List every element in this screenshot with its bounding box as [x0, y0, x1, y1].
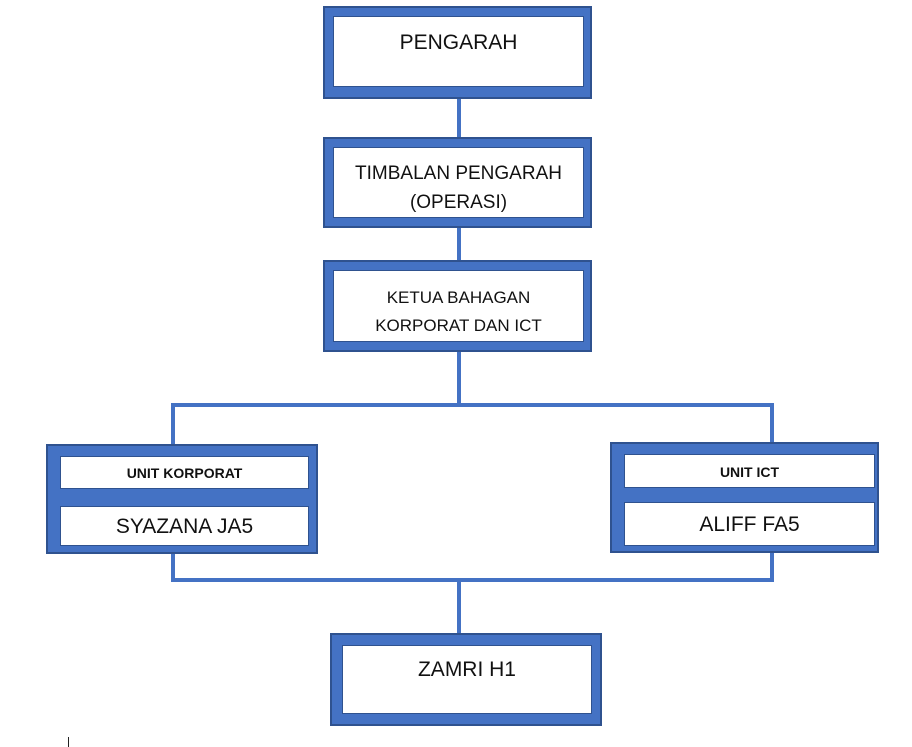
node-timbalan-line1: TIMBALAN PENGARAH [355, 163, 562, 184]
node-zamri-panel: ZAMRI H1 [342, 645, 592, 714]
node-unit-ict: UNIT ICT ALIFF FA5 [610, 442, 879, 553]
unit-ict-title-panel: UNIT ICT [624, 454, 875, 488]
node-pengarah: PENGARAH [323, 6, 592, 99]
unit-ict-title: UNIT ICT [719, 464, 780, 480]
node-zamri: ZAMRI H1 [330, 633, 602, 726]
node-timbalan-pengarah: TIMBALAN PENGARAH (OPERASI) [323, 137, 592, 228]
connector-bottom-horizontal [171, 578, 774, 582]
node-zamri-title: ZAMRI H1 [417, 658, 516, 681]
node-ketua-bahagan: KETUA BAHAGAN KORPORAT DAN ICT [323, 260, 592, 352]
node-pengarah-title: PENGARAH [399, 31, 518, 54]
connector-left-down [171, 403, 175, 445]
unit-korporat-member: SYAZANA JA5 [115, 515, 254, 538]
unit-korporat-title-panel: UNIT KORPORAT [60, 456, 309, 489]
unit-korporat-member-panel: SYAZANA JA5 [60, 506, 309, 546]
connector-right-up [770, 552, 774, 581]
node-pengarah-panel: PENGARAH [333, 16, 584, 87]
unit-ict-member-panel: ALIFF FA5 [624, 502, 875, 546]
connector-right-down [770, 403, 774, 443]
unit-korporat-title: UNIT KORPORAT [126, 465, 243, 481]
connector-timbalan-ketua [457, 227, 461, 261]
node-ketua-panel: KETUA BAHAGAN KORPORAT DAN ICT [333, 270, 584, 342]
unit-ict-member: ALIFF FA5 [699, 513, 800, 536]
node-timbalan-line2: (OPERASI) [409, 192, 508, 213]
node-ketua-line1: KETUA BAHAGAN [386, 288, 531, 307]
connector-ketua-branch [457, 351, 461, 406]
connector-pengarah-timbalan [457, 97, 461, 138]
connector-to-zamri [457, 578, 461, 634]
node-timbalan-panel: TIMBALAN PENGARAH (OPERASI) [333, 147, 584, 218]
node-ketua-line2: KORPORAT DAN ICT [375, 316, 542, 335]
connector-left-up [171, 553, 175, 581]
connector-top-horizontal [171, 403, 774, 407]
text-cursor [68, 737, 69, 747]
node-unit-korporat: UNIT KORPORAT SYAZANA JA5 [46, 444, 318, 554]
